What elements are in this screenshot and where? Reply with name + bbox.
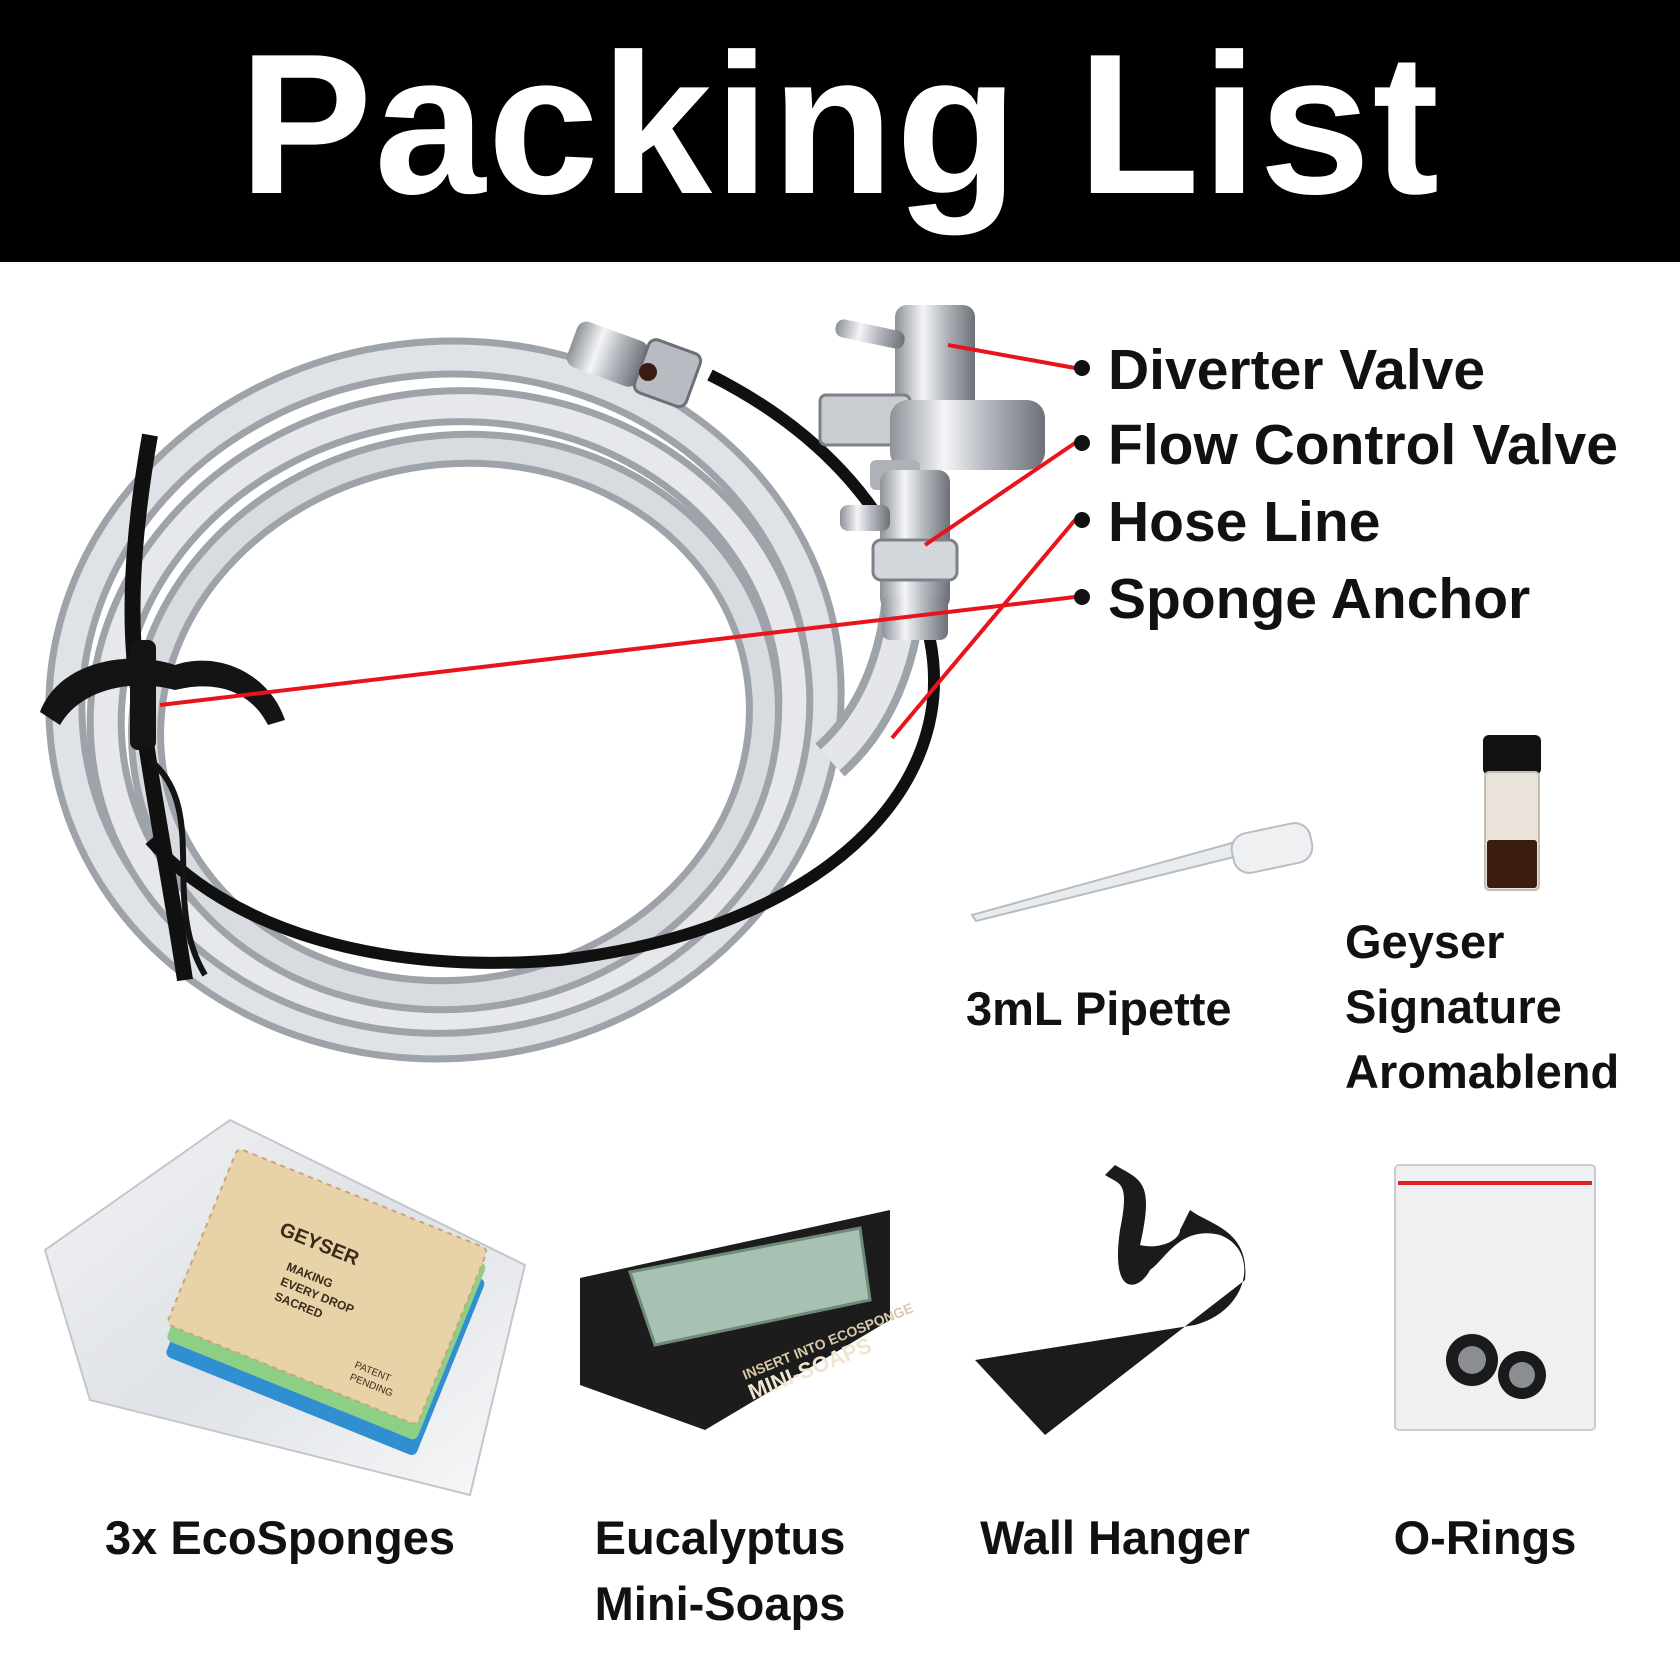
caption-ecosponges: 3x EcoSponges bbox=[105, 1511, 455, 1564]
wall-hanger bbox=[975, 1165, 1246, 1435]
caption-mini-soaps-1: Eucalyptus bbox=[594, 1511, 846, 1564]
caption-wall-hanger: Wall Hanger bbox=[980, 1511, 1250, 1564]
pipette bbox=[970, 822, 1314, 923]
o-rings-bag bbox=[1394, 1164, 1596, 1431]
product-illustration: GEYSER MAKING EVERY DROP SACRED PATENT P… bbox=[40, 305, 1596, 1497]
caption-o-rings: O-Rings bbox=[1393, 1511, 1577, 1564]
callout-diverter-valve: Diverter Valve bbox=[1108, 338, 1486, 402]
caption-aromablend-2: Signature bbox=[1345, 980, 1562, 1033]
callout-flow-control-valve: Flow Control Valve bbox=[1108, 413, 1618, 477]
aromablend-vial bbox=[1483, 735, 1541, 891]
caption-aromablend-1: Geyser bbox=[1345, 915, 1505, 968]
diverter-valve bbox=[818, 305, 1045, 490]
caption-aromablend-3: Aromablend bbox=[1345, 1045, 1620, 1098]
page-title: Packing List bbox=[238, 13, 1442, 236]
header-bar: Packing List bbox=[0, 0, 1680, 262]
caption-pipette: 3mL Pipette bbox=[966, 982, 1232, 1035]
mini-soaps-box: INSERT INTO ECOSPONGE MINI-SOAPS bbox=[580, 1210, 915, 1430]
quick-connector bbox=[566, 321, 703, 409]
callout-sponge-anchor: Sponge Anchor bbox=[1108, 567, 1531, 631]
caption-mini-soaps-2: Mini-Soaps bbox=[594, 1577, 846, 1630]
ecosponges-pack: GEYSER MAKING EVERY DROP SACRED PATENT P… bbox=[43, 1118, 527, 1497]
callout-hose-line: Hose Line bbox=[1108, 490, 1381, 554]
